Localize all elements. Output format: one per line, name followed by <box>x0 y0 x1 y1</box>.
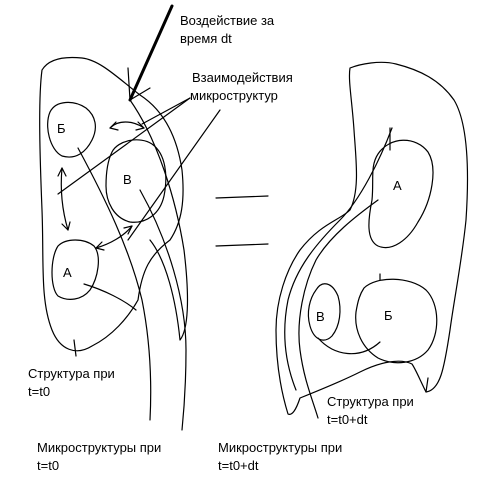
impact-label-line1: Воздействие за <box>180 13 275 28</box>
interactions-label-line1: Взаимодействия <box>192 70 293 85</box>
interactions-label-line2: микроструктур <box>190 88 278 103</box>
right-region-a-label: А <box>393 178 402 193</box>
left-region-v-label: В <box>123 172 132 187</box>
micro-t0-leader <box>83 283 137 311</box>
microstructures-t0dt-label-line1: Микроструктуры при <box>218 440 342 455</box>
micro-t0dt-leader <box>317 337 381 355</box>
interaction-arrow-b-v-head2 <box>135 121 145 131</box>
interactions-leader-2 <box>57 97 191 195</box>
interaction-arrow-b-v-head1 <box>109 121 119 131</box>
left-region-b-label: Б <box>57 121 66 136</box>
structure-t0dt-leader <box>425 377 429 393</box>
structure-t0-label-line2: t=t0 <box>28 384 50 399</box>
impact-arrow-shaft <box>128 4 174 102</box>
right-region-b-label: Б <box>384 308 393 323</box>
interaction-arrow-b-a-head1 <box>57 167 67 177</box>
structure-t0dt-label-line1: Структура при <box>327 394 414 409</box>
interaction-arrow-a-v-head1 <box>95 241 105 251</box>
left-region-b-outline <box>47 101 96 158</box>
left-region-v-outline <box>105 139 167 223</box>
interaction-arrow-a-v-head2 <box>123 225 133 235</box>
left-region-a-label: А <box>63 265 72 280</box>
right-structure-outline <box>275 61 469 415</box>
interaction-arrow-b-a-head2 <box>61 221 71 231</box>
interactions-leader-1 <box>141 97 191 125</box>
left-structure-tail-3 <box>139 189 187 431</box>
interaction-arrow-b-a <box>60 167 69 231</box>
impact-label-line2: время dt <box>180 31 232 46</box>
right-region-v-outline <box>307 283 341 341</box>
right-region-a-outline <box>368 139 434 249</box>
right-structure-tail-2 <box>298 199 379 419</box>
left-structure-tail-1 <box>129 99 189 341</box>
microstructures-t0-label-line2: t=t0 <box>37 458 59 473</box>
interaction-arrow-a-v <box>95 225 133 249</box>
left-structure-outline <box>39 56 184 352</box>
structure-t0-leader <box>73 339 77 357</box>
left-structure-tail-2 <box>77 147 152 421</box>
equals-bottom-bar <box>215 243 269 247</box>
left-region-a-outline <box>51 239 99 300</box>
interactions-leader-3 <box>127 109 221 241</box>
structure-t0-label-line1: Структура при <box>28 366 115 381</box>
microstructures-t0-label-line1: Микроструктуры при <box>37 440 161 455</box>
microstructures-t0dt-label-line2: t=t0+dt <box>218 458 259 473</box>
right-region-v-label: В <box>316 309 325 324</box>
right-structure-tail-1 <box>284 127 393 391</box>
structure-t0dt-label-line2: t=t0+dt <box>327 412 368 427</box>
equals-top-bar <box>215 195 269 199</box>
right-region-b-outline <box>355 278 438 364</box>
impact-arrow-head <box>127 67 151 101</box>
